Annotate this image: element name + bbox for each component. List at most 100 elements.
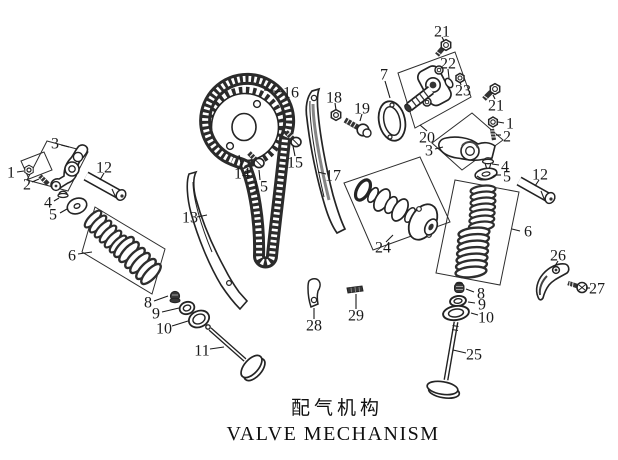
leader-line-8 [465,288,475,293]
leader-line-14 [238,154,243,168]
part-label-1: 1 [7,165,15,182]
part-label-20: 20 [419,130,435,147]
adjust-screw-left [38,174,50,186]
box-rocker-right [431,112,504,171]
leader-line-22 [447,68,450,79]
part-label-14: 14 [234,166,250,183]
part-label-28: 28 [306,318,322,335]
chain-guide-rear-drawing [305,87,347,235]
leader-line-20 [419,124,428,132]
leader-line-3 [60,144,70,148]
leader-line-3 [434,146,444,150]
leader-line-4 [53,197,60,202]
camshaft-bearing [353,178,373,202]
part-label-15: 15 [287,155,303,172]
leader-line-23 [459,81,462,86]
leader-line-19 [359,113,363,122]
tensioner-arm-drawing [535,263,588,301]
small-parts-drawing [307,278,364,309]
leader-line-4 [491,163,500,166]
leader-line-6 [511,228,521,232]
mount-bolt-right [482,90,493,101]
box-camshaft [343,156,451,251]
box-rocker-left [26,140,89,192]
part-label-18: 18 [326,90,342,107]
rocker-arm-right-drawing [438,116,556,205]
part-label-12: 12 [96,160,112,177]
part-label-4: 4 [44,195,52,212]
valve-spring-right-drawing [454,184,497,279]
part-label-23: 23 [455,83,471,100]
cam-chain-drawing [199,72,296,269]
valve-nut-left-hole [26,167,32,173]
group-outline-boxes [20,51,520,295]
title-chinese: 配气机构 [291,397,383,419]
part-label-9: 9 [152,306,160,323]
box-nut-left [20,151,53,180]
leader-line-17 [317,171,327,175]
tensioner-fasteners-drawing [435,38,501,101]
valve-right-drawing [426,281,470,400]
leader-line-2 [31,178,40,183]
mount-bolt-top [435,46,445,57]
box-springs-left [81,206,166,295]
leader-line-12 [534,179,540,187]
leader-line-15 [258,169,261,181]
leader-line-12 [99,172,105,181]
valve-head-right [426,380,459,396]
part-label-2: 2 [503,129,511,146]
camshaft-drawing [353,178,439,241]
leader-line-26 [554,260,559,267]
leader-line-15 [292,145,296,157]
leader-line-13 [196,214,208,218]
rocker-arm-left-drawing [24,144,127,215]
leader-line-25 [452,349,467,354]
part-label-9: 9 [478,297,486,314]
part-label-27: 27 [589,281,605,298]
part-label-19: 19 [354,101,370,118]
part-label-16: 16 [283,85,299,102]
sprocket-bolts-drawing [247,130,302,169]
leader-line-11 [209,346,225,350]
title-english: VALVE MECHANISM [226,423,439,445]
part-label-12: 12 [532,167,548,184]
part-label-3: 3 [51,136,59,153]
part-label-6: 6 [524,224,532,241]
part-label-5: 5 [503,169,511,186]
leader-line-10 [171,320,189,327]
box-spring-right [435,179,520,286]
chain-guide-front-drawing [186,170,249,311]
tensioner-washer [444,77,454,89]
leader-line-9 [467,301,476,304]
part-label-21: 21 [488,98,504,115]
part-label-29: 29 [348,308,364,325]
part-label-10: 10 [478,310,494,327]
part-label-17: 17 [325,168,341,185]
sprocket-center-hole [231,112,257,142]
part-label-25: 25 [466,347,482,364]
part-label-22: 22 [440,56,456,73]
part-label-11: 11 [194,343,209,360]
leader-line-5 [59,208,68,214]
leader-line-1 [16,170,25,173]
sprocket-bolt-upper [284,130,295,141]
part-label-8: 8 [477,286,485,303]
leader-line-21 [492,94,496,100]
leader-line-8 [153,295,169,302]
part-label-24: 24 [375,240,391,257]
part-label-10: 10 [156,321,172,338]
leader-line-10 [470,312,479,316]
valve-head-left [240,354,263,379]
leader-line-7 [384,80,391,99]
tensioner-body-drawing [404,65,452,113]
guide-nut-bolt-drawing [330,108,372,138]
part-label-5: 5 [49,207,57,224]
part-label-8: 8 [144,295,152,312]
part-label-2: 2 [23,177,31,194]
part-label-13: 13 [182,210,198,227]
part-label-21: 21 [434,24,450,41]
leader-line-16 [263,89,284,93]
leader-line-1 [497,121,505,124]
rocker-arm-left-pad [72,151,84,163]
